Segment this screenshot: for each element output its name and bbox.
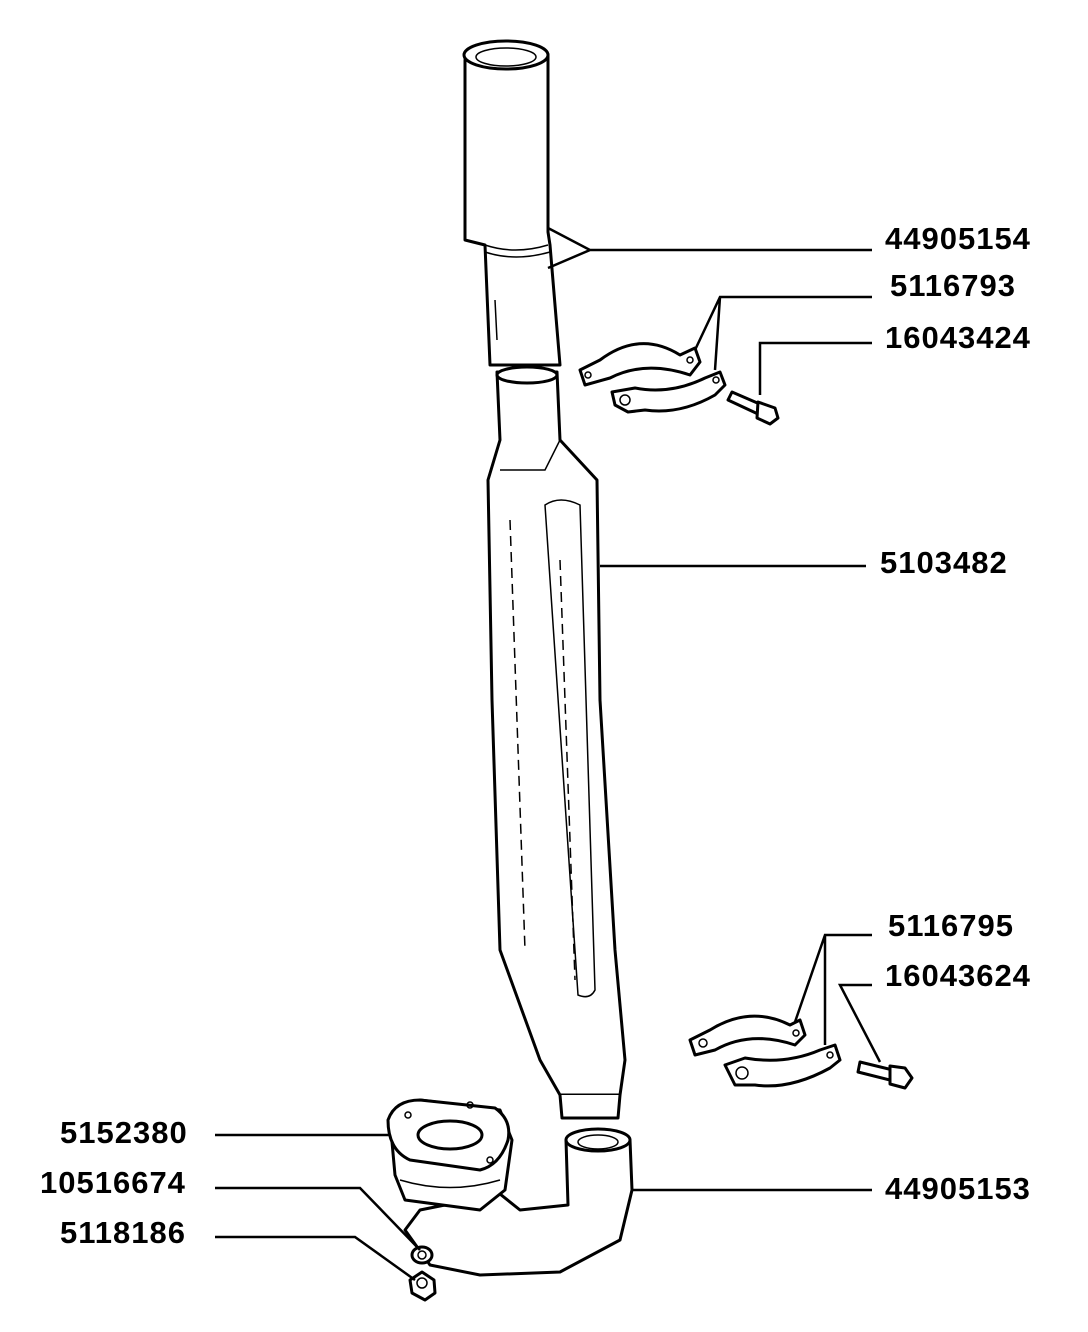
part-number-label: 5118186 [60,1215,186,1250]
leader-lines [215,226,882,1282]
part-number-label: 10516674 [40,1165,186,1200]
part-number-label: 16043624 [885,958,1031,993]
part-number-label: 5152380 [60,1115,188,1150]
upper-bolt-drawing [726,390,780,426]
part-number-label: 16043424 [885,320,1031,355]
part-number-label: 44905154 [885,221,1031,256]
front-pipe-drawing [462,39,562,367]
lower-clamp-drawing [688,1014,842,1088]
lower-bolt-drawing [856,1060,914,1090]
part-number-label: 5103482 [880,545,1008,580]
flange-drawing [386,1098,514,1212]
part-number-label: 44905153 [885,1171,1031,1206]
part-number-label: 5116795 [888,908,1014,943]
part-number-label: 5116793 [890,268,1016,303]
washer-nut-drawing [408,1245,437,1302]
silencer-drawing [486,365,627,1120]
upper-clamp-drawing [578,342,727,414]
